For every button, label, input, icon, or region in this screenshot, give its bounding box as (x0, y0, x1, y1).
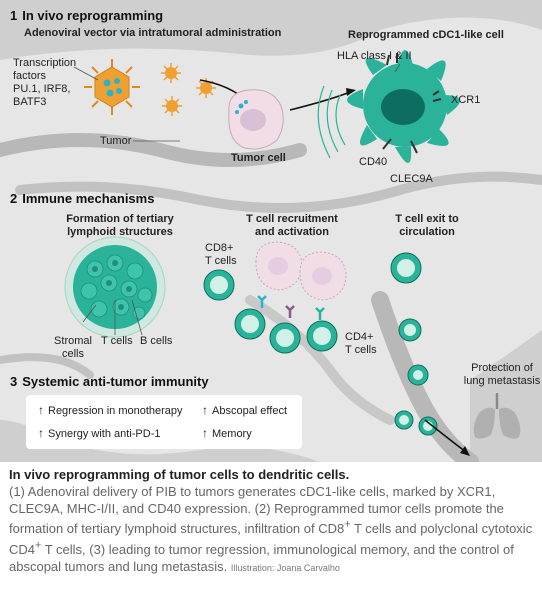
receptor-icon (257, 295, 267, 308)
exiting-t-cell (398, 318, 422, 342)
legend-item-memory: ↑Memory (202, 426, 252, 440)
cd8-t-cell (203, 269, 235, 301)
exiting-t-cell (394, 410, 414, 430)
arrowhead (460, 446, 470, 456)
tumor-cell (228, 89, 284, 150)
arrow (289, 91, 351, 111)
diagram-artwork (0, 17, 542, 462)
section-1-subtitle: Adenoviral vector via intratumoral admin… (24, 27, 282, 39)
vessel (245, 295, 395, 425)
cd8-label: CD8+ T cells (205, 242, 237, 267)
signal-wave (326, 89, 339, 153)
outcomes-legend: ↑Regression in monotherapy ↑Abscopal eff… (26, 395, 302, 449)
leader-line (394, 63, 401, 73)
vessel (15, 171, 542, 213)
leader-line (131, 299, 143, 336)
receptor-icon (285, 305, 295, 318)
signal-wave (335, 94, 346, 146)
exiting-t-cell (390, 252, 422, 284)
tertiary-lymphoid-label: Formation of tertiary lymphoid structure… (66, 213, 174, 238)
transcription-factors-label: Transcription factors PU.1, IRF8, BATF3 (13, 57, 77, 108)
up-arrow-icon: ↑ (38, 403, 44, 417)
caption-credit: Illustration: Joana Carvalho (230, 562, 340, 573)
tumor-cell-label: Tumor cell (231, 152, 286, 164)
cd4-t-cell (306, 320, 338, 352)
t-cells-label: T cells (101, 335, 133, 347)
vessel (371, 291, 479, 462)
leader-line (82, 304, 97, 323)
vessel (0, 133, 307, 167)
legend-item-regression: ↑Regression in monotherapy (38, 403, 183, 417)
signal-wave (317, 85, 331, 159)
xcr1-label: XCR1 (451, 94, 481, 106)
vessel (0, 353, 94, 379)
t-cell (234, 308, 266, 340)
cd40-label: CD40 (359, 156, 388, 168)
leader-line (73, 66, 99, 81)
tcell-recruitment-label: T cell recruitment and activation (246, 213, 338, 238)
caption-body: (1) Adenoviral delivery of PIB to tumors… (9, 484, 533, 574)
b-cells-label: B cells (140, 335, 173, 347)
reprogrammed-dendritic-cell (347, 50, 461, 163)
up-arrow-icon: ↑ (38, 426, 44, 440)
adenovirus-vector (84, 59, 140, 115)
stromal-cells-label: Stromal cells (54, 335, 92, 360)
lungs-icon (473, 393, 521, 439)
cd4-label: CD4+ T cells (345, 331, 377, 356)
up-arrow-icon: ↑ (202, 403, 208, 417)
protection-label: Protection of lung metastasis (463, 362, 541, 387)
virus-particle (161, 63, 181, 83)
virus-particle (196, 78, 216, 98)
caption-title: In vivo reprogramming of tumor cells to … (9, 467, 350, 482)
legend-item-synergy: ↑Synergy with anti-PD-1 (38, 426, 161, 440)
exiting-t-cell (407, 364, 429, 386)
virus-particle (162, 96, 182, 116)
arrowhead (346, 88, 356, 96)
tcell-exit-label: T cell exit to circulation (395, 213, 459, 238)
exiting-t-cell (418, 416, 438, 436)
receptor-icon (315, 307, 325, 320)
tumor-cell-pink (255, 241, 303, 291)
hla-label: HLA class I & II (337, 50, 412, 62)
legend-item-abscopal: ↑Abscopal effect (202, 403, 288, 417)
t-cell (269, 322, 301, 354)
up-arrow-icon: ↑ (202, 426, 208, 440)
figure-caption: In vivo reprogramming of tumor cells to … (9, 466, 537, 577)
tumor-cell-pink (299, 251, 347, 301)
clec9a-label: CLEC9A (390, 173, 433, 185)
reprogrammed-cell-label: Reprogrammed cDC1-like cell (348, 29, 504, 41)
tumor-label: Tumor (100, 135, 132, 147)
